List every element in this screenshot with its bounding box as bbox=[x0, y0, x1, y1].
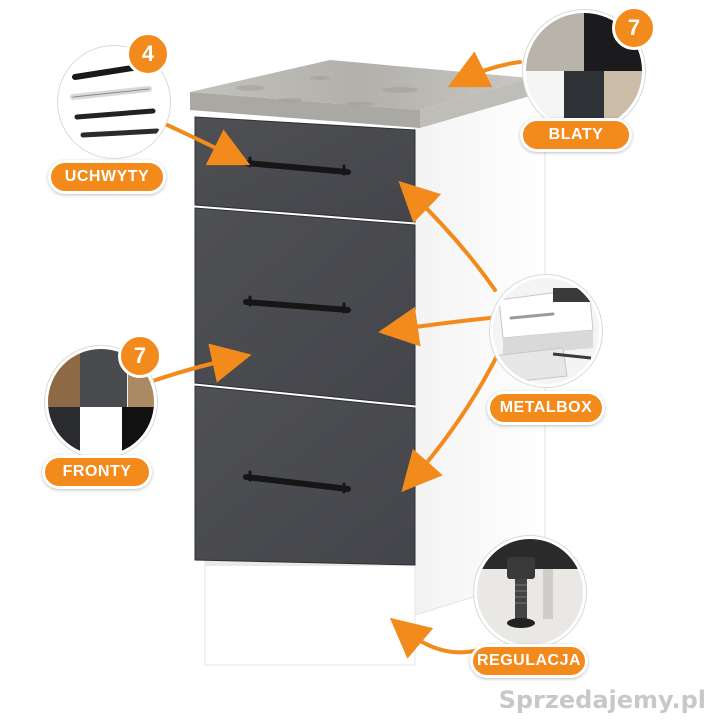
handle-black-icon bbox=[72, 64, 142, 80]
handles-count-badge: 4 bbox=[126, 32, 170, 76]
arrow-fronts bbox=[148, 343, 252, 384]
arrow-leveling bbox=[389, 617, 480, 659]
worktop-surface bbox=[190, 60, 530, 110]
handles-label: UCHWYTY bbox=[48, 160, 166, 194]
drawer-handle bbox=[243, 470, 351, 494]
arrow-worktop bbox=[447, 51, 522, 88]
arrow-metalbox-middle bbox=[378, 306, 492, 347]
metalbox-swatch-circle bbox=[490, 275, 602, 387]
fronts-label: FRONTY bbox=[42, 455, 152, 489]
callout-arrows bbox=[148, 51, 522, 659]
watermark: Sprzedajemy.pl bbox=[498, 686, 706, 714]
leveling-label: REGULACJA bbox=[470, 644, 588, 678]
drawer-front-bottom bbox=[194, 385, 416, 566]
arrow-handles bbox=[163, 122, 251, 166]
worktops-label: BLATY bbox=[520, 118, 632, 152]
cabinet-plinth bbox=[204, 559, 416, 666]
metalbox-label: METALBOX bbox=[487, 391, 605, 425]
worktop-front-edge bbox=[190, 92, 420, 128]
leveling-swatch-circle bbox=[474, 536, 586, 648]
arrow-metalbox-bottom bbox=[401, 348, 502, 492]
handle-dark-icon bbox=[74, 108, 156, 120]
handle-graphite-icon bbox=[80, 128, 160, 138]
leveling-foot-icon bbox=[507, 557, 535, 579]
arrow-metalbox-top bbox=[398, 180, 497, 292]
drawer-handle bbox=[243, 295, 351, 314]
worktops-count-badge: 7 bbox=[612, 6, 656, 50]
fronts-count-badge: 7 bbox=[118, 334, 162, 378]
